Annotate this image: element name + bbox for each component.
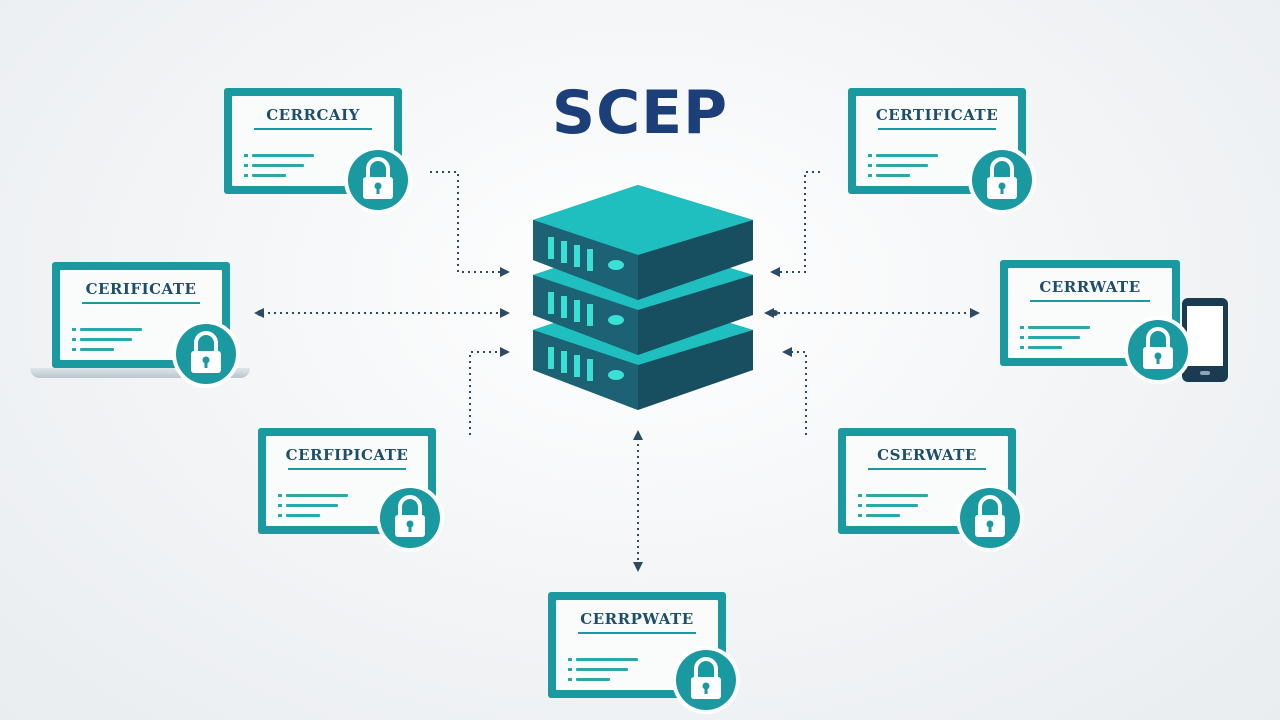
server-unit-top [533, 185, 753, 300]
padlock-icon [376, 484, 444, 552]
arrow-mid-right [782, 347, 807, 435]
padlock-icon [344, 146, 412, 214]
smartphone-icon [1182, 298, 1228, 382]
laptop-icon [30, 368, 250, 378]
certificate-title: CERRCAIY [266, 106, 360, 124]
certificate-card-bottom: CERRPWATE [548, 592, 726, 698]
certificate-card-mid-right: CSERWATE [838, 428, 1016, 534]
padlock-icon [172, 320, 240, 388]
certificate-title: CERRWATE [1039, 278, 1141, 296]
padlock-icon [968, 146, 1036, 214]
certificate-title: CERTIFICATE [875, 106, 999, 124]
server-stack-icon [533, 185, 753, 410]
certificate-title: CERIFICATE [85, 280, 197, 298]
padlock-icon [672, 646, 740, 714]
arrow-mid-left [469, 347, 510, 435]
padlock-icon [1124, 316, 1192, 384]
certificate-title: CERFIPICATE [285, 446, 409, 464]
arrow-top-left [430, 171, 510, 277]
diagram-title: SCEP [551, 78, 729, 148]
certificate-card-laptop: CERIFICATE [52, 262, 230, 368]
certificate-card-mid-left: CERFIPICATE [258, 428, 436, 534]
arrow-top-right [770, 171, 820, 277]
certificate-title: CSERWATE [877, 446, 977, 464]
certificate-title: CERRPWATE [580, 610, 694, 628]
padlock-icon [956, 484, 1024, 552]
